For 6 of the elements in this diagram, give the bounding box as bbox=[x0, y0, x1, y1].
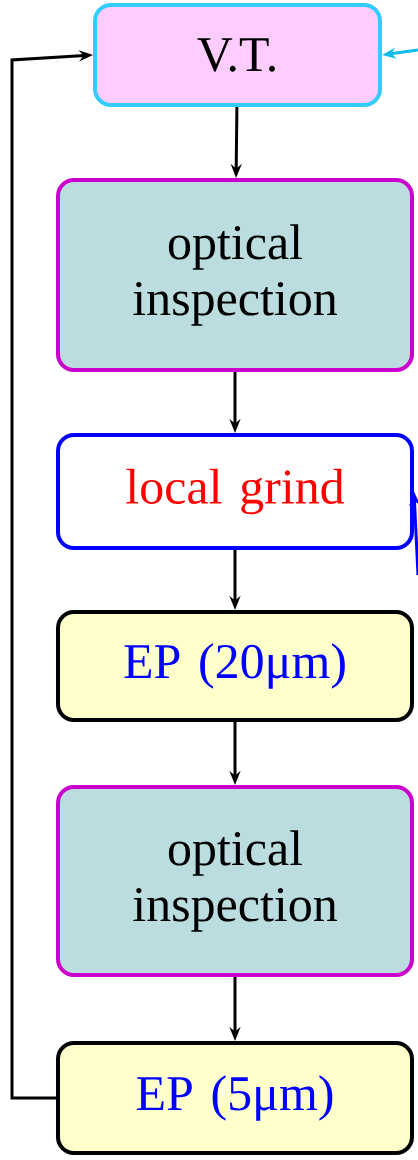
process-box: optical inspection bbox=[56, 178, 414, 372]
process-box: EP (20μm) bbox=[56, 610, 414, 722]
process-box: optical inspection bbox=[56, 785, 414, 977]
process-box: local grind bbox=[56, 433, 414, 550]
process-box: V.T. bbox=[93, 3, 382, 107]
process-box: EP (5μm) bbox=[56, 1041, 414, 1155]
